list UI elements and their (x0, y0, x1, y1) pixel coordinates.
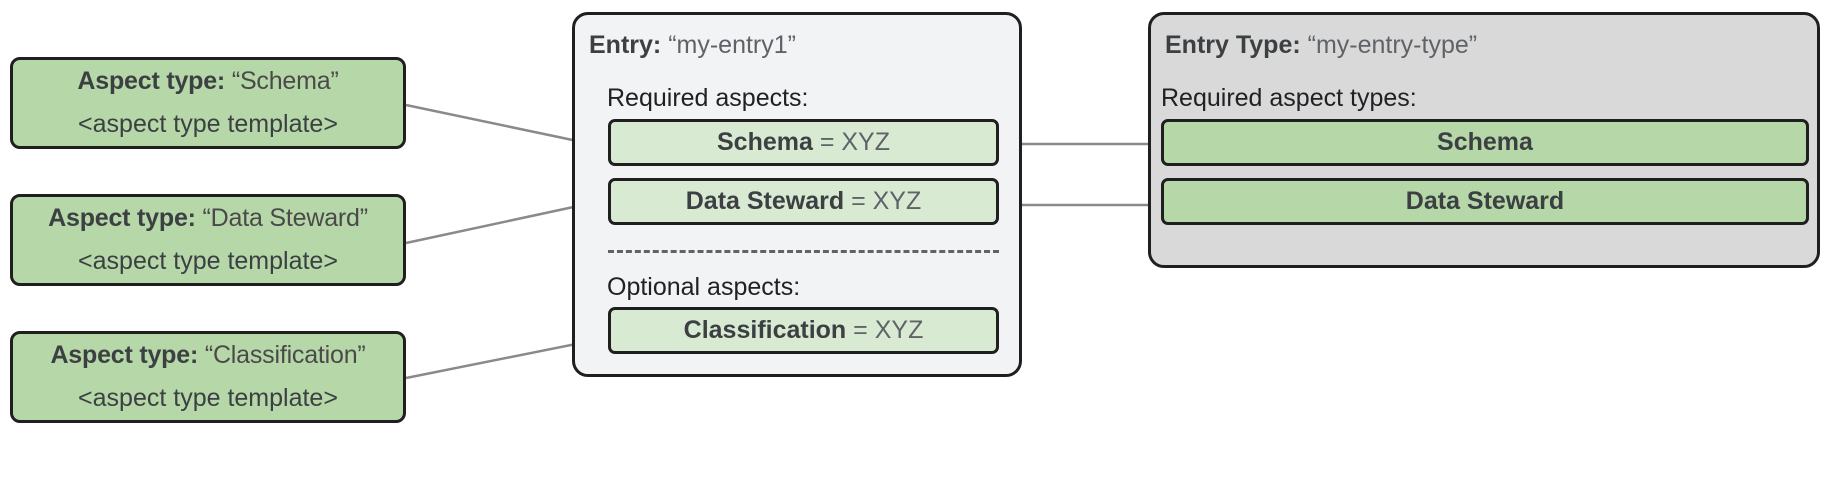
aspect-name: Schema (716, 128, 813, 156)
entry-type-label: Entry Type: (1165, 31, 1301, 59)
aspect-type-name: “Schema” (231, 67, 339, 95)
entry-type-panel[interactable]: Entry Type: “my-entry-type” Required asp… (1148, 12, 1820, 268)
entry-label: Entry: (589, 31, 662, 59)
aspect-type-name: “Classification” (204, 341, 366, 369)
aspect-type-title: Aspect type: “Schema” (77, 67, 338, 96)
aspect-type-chip-name: Data Steward (1405, 187, 1565, 215)
aspect-type-template: <aspect type template> (78, 247, 338, 275)
aspect-type-card-schema[interactable]: Aspect type: “Schema” <aspect type templ… (10, 57, 406, 149)
aspect-type-title: Aspect type: “Data Steward” (48, 204, 368, 233)
required-aspects-label: Required aspects: (607, 84, 809, 112)
aspect-type-label: Aspect type: (77, 67, 226, 95)
entry-name: “my-entry1” (668, 31, 796, 59)
aspect-type-card-classification[interactable]: Aspect type: “Classification” <aspect ty… (10, 331, 406, 423)
aspect-type-template: <aspect type template> (78, 384, 338, 412)
entry-optional-aspect-classification[interactable]: Classification = XYZ (608, 307, 999, 354)
required-aspect-types-label: Required aspect types: (1161, 84, 1417, 112)
aspects-divider (608, 250, 999, 253)
entry-type-required-aspect-type-schema[interactable]: Schema (1161, 119, 1809, 166)
entry-panel[interactable]: Entry: “my-entry1” Required aspects: Sch… (572, 12, 1022, 377)
aspect-name: Data Steward (685, 187, 845, 215)
aspect-value: = XYZ (851, 187, 922, 215)
aspect-type-label: Aspect type: (48, 204, 196, 232)
entry-type-name: “my-entry-type” (1307, 31, 1478, 59)
aspect-type-label: Aspect type: (50, 341, 199, 369)
aspect-value: = XYZ (819, 128, 890, 156)
entry-panel-title: Entry: “my-entry1” (589, 31, 796, 60)
aspect-value: = XYZ (853, 316, 924, 344)
aspect-type-card-data-steward[interactable]: Aspect type: “Data Steward” <aspect type… (10, 194, 406, 286)
entry-type-required-aspect-type-data-steward[interactable]: Data Steward (1161, 178, 1809, 225)
optional-aspects-label: Optional aspects: (607, 273, 801, 301)
aspect-type-title: Aspect type: “Classification” (50, 341, 365, 370)
entry-type-panel-title: Entry Type: “my-entry-type” (1165, 31, 1477, 60)
aspect-name: Classification (683, 316, 847, 344)
aspect-type-template: <aspect type template> (78, 110, 338, 138)
entry-required-aspect-data-steward[interactable]: Data Steward = XYZ (608, 178, 999, 225)
aspect-type-chip-name: Schema (1437, 128, 1533, 156)
entry-required-aspect-schema[interactable]: Schema = XYZ (608, 119, 999, 166)
aspect-type-name: “Data Steward” (202, 204, 369, 232)
